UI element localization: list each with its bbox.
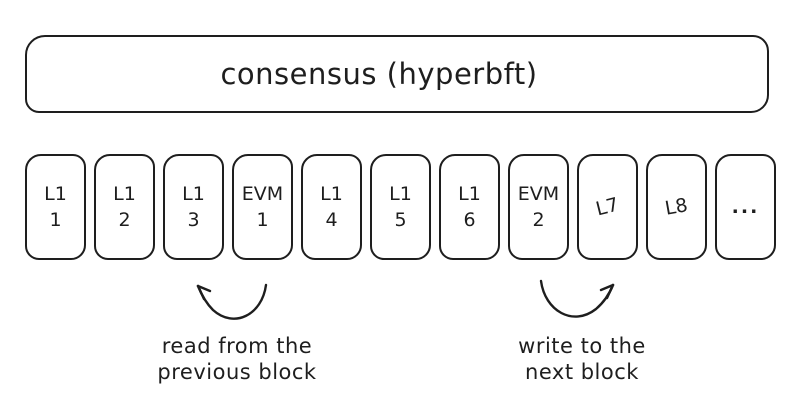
block-label: L1	[389, 183, 412, 205]
block-ellipsis: ...	[715, 154, 776, 260]
write-caption-line1: write to the	[518, 334, 646, 358]
block-label: ...	[731, 196, 760, 218]
block-label: L1	[182, 183, 205, 205]
consensus-box: consensus (hyperbft)	[25, 35, 769, 113]
block-evm-2: EVM 2	[508, 154, 569, 260]
block-label: L8	[663, 194, 690, 220]
block-label: L1	[113, 183, 136, 205]
block-label: L1	[458, 183, 481, 205]
block-label: L7	[593, 193, 622, 221]
read-caption-line1: read from the	[161, 334, 313, 358]
write-caption: write to the next block	[462, 333, 702, 385]
write-arrow	[539, 279, 615, 318]
block-number: 4	[325, 209, 338, 231]
read-caption-line2: previous block	[157, 360, 317, 384]
block-evm-1: EVM 1	[232, 154, 293, 260]
block-label: L1	[44, 183, 67, 205]
block-label: EVM	[517, 183, 560, 205]
block-l7: L7	[577, 154, 638, 260]
block-l8: L8	[646, 154, 707, 260]
block-number: 2	[118, 209, 131, 231]
read-caption: read from the previous block	[117, 333, 357, 385]
block-number: 5	[394, 209, 407, 231]
write-caption-line2: next block	[525, 360, 639, 384]
block-label: L1	[320, 183, 343, 205]
block-number: 1	[256, 209, 269, 231]
block-number: 1	[49, 209, 62, 231]
block-number: 2	[532, 209, 545, 231]
read-arrow	[196, 283, 268, 320]
block-label: EVM	[241, 183, 284, 205]
block-number: 6	[463, 209, 476, 231]
block-number: 3	[187, 209, 200, 231]
consensus-title: consensus (hyperbft)	[220, 57, 538, 91]
